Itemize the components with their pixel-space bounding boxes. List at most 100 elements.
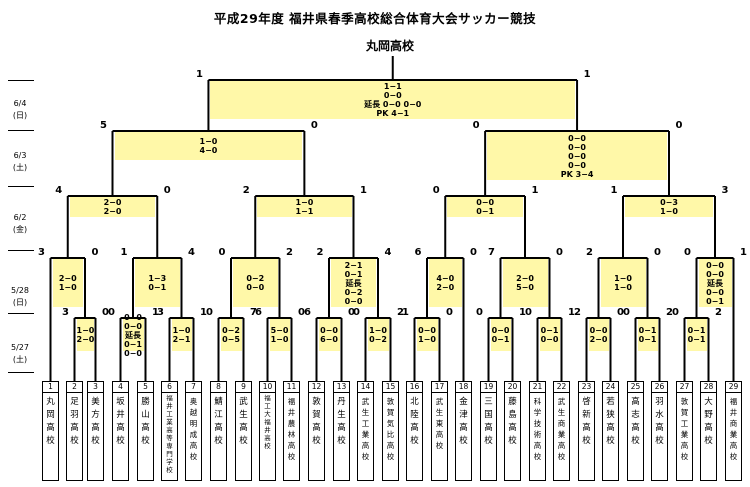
goal-count-right: 0	[556, 247, 563, 258]
goal-count-left: 1	[610, 185, 618, 196]
page-title: 平成29年度 福井県春季高校総合体育大会サッカー競技	[213, 11, 537, 26]
goal-count-right: 0	[298, 307, 305, 318]
round-date: 5/27(土)	[0, 342, 40, 366]
score-line: 2−0	[58, 274, 77, 283]
team-number: 7	[186, 382, 201, 393]
team-name: 福井商業高校	[729, 397, 738, 461]
date-day: 6/2	[13, 213, 27, 222]
round-date: 5/28(日)	[0, 285, 40, 309]
score-line: 0−1	[540, 326, 559, 335]
team-name: 丹生高校	[337, 397, 346, 446]
score-line: 0−1	[638, 335, 657, 344]
score-line: 2−0	[589, 335, 608, 344]
goal-count-right: 0	[102, 307, 109, 318]
goal-count-right: 3	[721, 185, 729, 196]
score-line: PK 3−4	[560, 169, 594, 179]
goal-count-right: 2	[286, 247, 293, 258]
team-number: 20	[505, 382, 520, 393]
score-line: 延長	[707, 278, 723, 288]
goal-count-right: 1	[531, 185, 539, 196]
score-line: 1−0	[172, 326, 191, 335]
goal-count-right: 4	[384, 247, 392, 258]
team-entry: 20 藤島高校	[504, 381, 521, 481]
team-number: 16	[407, 382, 422, 393]
date-divider	[8, 130, 34, 131]
team-entry: 3 美方高校	[87, 381, 104, 481]
score-line: 0−0	[491, 326, 510, 335]
team-number: 6	[162, 382, 177, 393]
score-line: 5−0	[270, 326, 289, 335]
date-divider	[8, 250, 34, 251]
round-date: 6/4 (日)	[0, 98, 40, 122]
date-weekday: (日)	[12, 111, 28, 120]
date-divider	[8, 186, 34, 187]
score-line: 0−1	[638, 326, 657, 335]
goal-count-right: 1	[360, 185, 367, 196]
round-date: 6/2(金)	[0, 212, 40, 236]
score-line: 0−2	[246, 274, 265, 283]
goal-count-right: 0	[675, 120, 683, 131]
score-line: 0−1	[344, 269, 363, 279]
team-name: 福工大福井高校	[264, 394, 271, 450]
team-number: 15	[383, 382, 398, 393]
team-number: 18	[456, 382, 471, 393]
score-line: 6−0	[320, 335, 338, 344]
team-number: 1	[43, 382, 58, 393]
team-number: 19	[481, 382, 496, 393]
team-name: 北陸高校	[410, 397, 419, 446]
score-line: 1−0	[295, 198, 314, 207]
score-line: 0−0	[540, 335, 559, 344]
score-line: 0−0	[476, 198, 495, 207]
team-name: 美方高校	[91, 397, 100, 446]
score-line: 0−0	[568, 142, 586, 152]
score-line: 0−0	[124, 348, 142, 358]
goal-count-left: 0	[684, 247, 691, 258]
score-line: 0−1	[491, 335, 510, 344]
goal-count-left: 0	[525, 307, 532, 318]
score-line: 0−1	[687, 335, 706, 344]
score-line: 0−1	[706, 296, 724, 306]
goal-count-left: 6	[414, 247, 422, 258]
score-line: 1−0	[76, 326, 95, 335]
goal-count-left: 3	[38, 247, 45, 258]
score-line: 0−0	[706, 287, 724, 297]
date-day: 6/4	[13, 99, 27, 108]
team-number: 3	[88, 382, 103, 393]
team-number: 29	[726, 382, 741, 393]
score-line: 1−0	[58, 283, 77, 292]
score-line: 0−0	[589, 326, 608, 335]
team-number: 21	[530, 382, 545, 393]
goal-count-right: 1	[200, 307, 207, 318]
goal-count-right: 1	[519, 307, 526, 318]
goal-count-right: 1	[152, 307, 159, 318]
team-name: 藤島高校	[508, 397, 517, 446]
score-line: 0−0	[246, 283, 265, 292]
goal-count-left: 1	[120, 247, 128, 258]
goal-count-right: 7	[250, 307, 257, 318]
team-number: 22	[554, 382, 569, 393]
team-name: 武生高校	[239, 397, 248, 446]
goal-count-right: 0	[163, 185, 171, 196]
score-line: 1−0	[418, 335, 436, 344]
